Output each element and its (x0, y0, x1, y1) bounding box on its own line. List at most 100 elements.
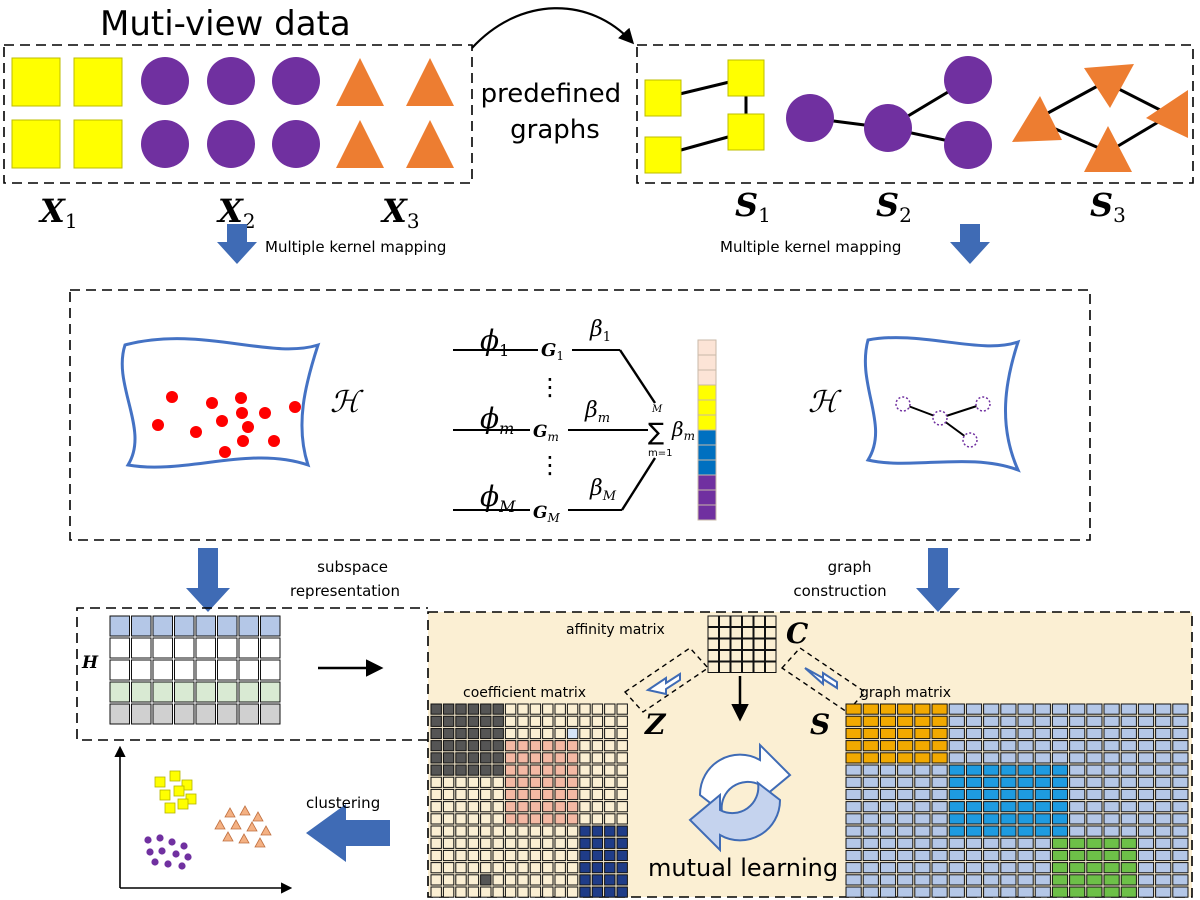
matrix-cell (430, 715, 442, 727)
matrix-cell (591, 837, 604, 849)
matrix-cell (931, 813, 948, 825)
matrix-cell (430, 813, 442, 825)
matrix-cell (529, 813, 542, 825)
matrix-cell (238, 681, 259, 703)
matrix-cell (983, 752, 1000, 764)
matrix-cell (879, 764, 897, 776)
matrix-cell (1172, 776, 1189, 788)
matrix-cell (542, 727, 554, 740)
matrix-cell (1000, 703, 1017, 715)
matrix-cell (1103, 764, 1120, 776)
matrix-cell (879, 703, 897, 715)
matrix-cell (1137, 776, 1155, 788)
matrix-cell (430, 849, 442, 862)
matrix-cell (1017, 874, 1034, 886)
matrix-cell (430, 776, 442, 788)
matrix-cell (467, 837, 480, 849)
affinity-matrix-label: affinity matrix (566, 622, 665, 638)
matrix-cell (579, 801, 591, 813)
matrix-cell (983, 776, 1000, 788)
matrix-cell (1155, 703, 1172, 715)
matrix-cell (1000, 862, 1017, 874)
matrix-cell (455, 740, 467, 752)
matrix-cell (1155, 849, 1172, 862)
matrix-cell (1172, 862, 1189, 874)
matrix-cell (1034, 727, 1051, 740)
matrix-cell (442, 752, 455, 764)
matrix-cell (1137, 727, 1155, 740)
multiview-data-box (3, 44, 473, 184)
matrix-cell (983, 788, 1000, 801)
matrix-cell (1069, 886, 1086, 898)
matrix-cell (442, 837, 455, 849)
matrix-cell (1137, 740, 1155, 752)
matrix-cell (1000, 752, 1017, 764)
matrix-cell (948, 764, 965, 776)
matrix-cell (965, 874, 983, 886)
matrix-cell (1155, 825, 1172, 837)
matrix-cell (430, 727, 442, 740)
matrix-cell (965, 788, 983, 801)
matrix-cell (862, 813, 879, 825)
matrix-cell (765, 638, 777, 650)
matrix-cell (591, 825, 604, 837)
matrix-cell (897, 874, 914, 886)
embedded-graph (895, 396, 991, 448)
weighted-sum: M ∑ m=1 βm (648, 404, 695, 459)
matrix-cell (517, 813, 529, 825)
graph1 (644, 59, 765, 174)
matrix-cell (914, 849, 931, 862)
matrix-cell (1103, 740, 1120, 752)
matrix-cell (1051, 715, 1069, 727)
matrix-cell (616, 801, 628, 813)
matrix-cell (965, 886, 983, 898)
beta-1: β1 (589, 317, 611, 345)
matrix-cell (442, 788, 455, 801)
matrix-cell (914, 874, 931, 886)
graph-construction-label: graph construction (793, 558, 886, 600)
matrix-cell (529, 776, 542, 788)
matrix-cell (604, 801, 616, 813)
matrix-cell (591, 886, 604, 898)
matrix-cell (1172, 752, 1189, 764)
matrix-cell (1155, 740, 1172, 752)
matrix-cell (1172, 886, 1189, 898)
matrix-cell (1086, 801, 1103, 813)
matrix-cell (1103, 752, 1120, 764)
matrix-cell (529, 862, 542, 874)
matrix-cell (1172, 813, 1189, 825)
matrix-cell (591, 788, 604, 801)
matrix-cell (1103, 874, 1120, 886)
matrix-cell (1155, 874, 1172, 886)
coefficient-matrix-label: coefficient matrix (463, 685, 586, 701)
matrix-cell (1137, 752, 1155, 764)
matrix-cell (1000, 788, 1017, 801)
matrix-cell (1172, 801, 1189, 813)
matrix-cell (529, 825, 542, 837)
matrix-cell (1155, 886, 1172, 898)
matrix-cell (430, 862, 442, 874)
matrix-cell (1155, 813, 1172, 825)
matrix-cell (914, 764, 931, 776)
matrix-cell (1137, 862, 1155, 874)
matrix-cell (765, 661, 777, 673)
matrix-cell (1017, 862, 1034, 874)
matrix-cell (1172, 727, 1189, 740)
matrix-cell (862, 874, 879, 886)
matrix-cell (1086, 886, 1103, 898)
matrix-cell (753, 615, 765, 627)
matrix-cell (542, 862, 554, 874)
matrix-cell (616, 703, 628, 715)
matrix-cell (529, 715, 542, 727)
matrix-cell (195, 681, 216, 703)
matrix-cell (554, 886, 566, 898)
matrix-cell (879, 740, 897, 752)
matrix-cell (707, 638, 719, 650)
matrix-cell (455, 825, 467, 837)
matrix-cell (897, 825, 914, 837)
matrix-cell (504, 788, 517, 801)
matrix-cell (542, 703, 554, 715)
matrix-cell (948, 788, 965, 801)
matrix-cell (442, 862, 455, 874)
